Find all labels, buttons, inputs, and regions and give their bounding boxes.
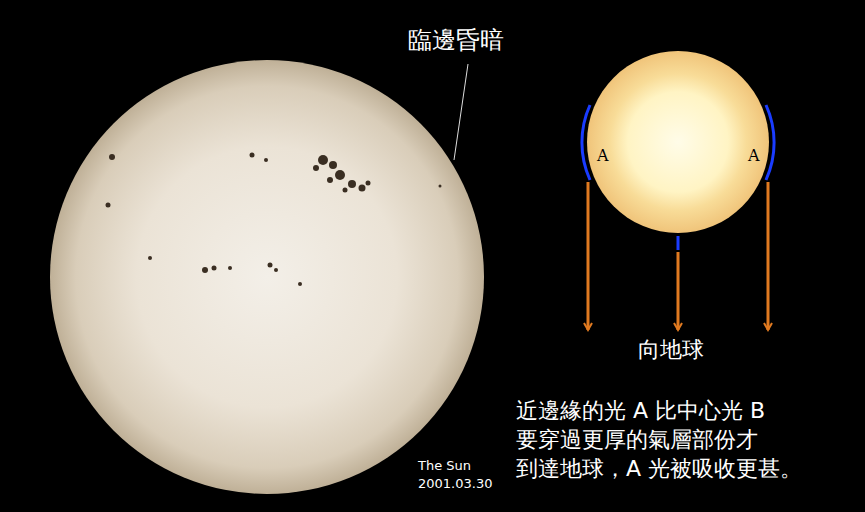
path-letter: A [597, 146, 609, 165]
callout-label: 臨邊昏暗 [408, 24, 504, 56]
sun-diagram [582, 51, 774, 330]
light-arrow [767, 182, 770, 330]
sun-photo [50, 60, 484, 494]
path-letter: B [684, 231, 695, 249]
photo-date: 2001.03.30 [418, 476, 492, 491]
direction-label: 向地球 [638, 335, 704, 365]
center-path [677, 236, 680, 250]
light-arrow [587, 182, 590, 330]
light-arrow [677, 252, 680, 330]
photo-title: The Sun [418, 458, 471, 473]
path-letter: A [748, 146, 760, 165]
limb-path [766, 105, 774, 180]
sunspots [106, 153, 442, 287]
limb-path [582, 105, 590, 180]
explanation-note: 近邊緣的光 A 比中心光 B 要穿過更厚的氣層部份才 到達地球，A 光被吸收更甚… [516, 396, 861, 483]
leader-line [454, 64, 468, 160]
